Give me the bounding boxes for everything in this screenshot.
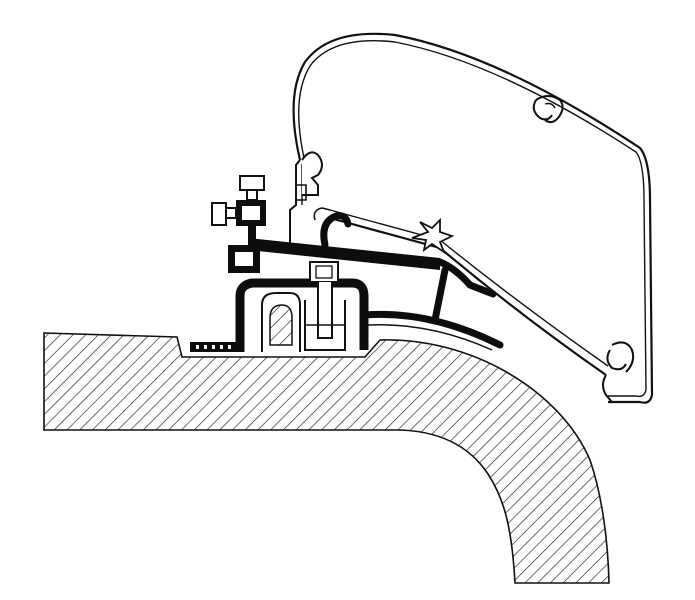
awning-left-clip xyxy=(301,151,323,196)
awning-left-wall xyxy=(289,159,301,245)
awning-outer-shell xyxy=(292,32,654,404)
roof-rail-lip-inner xyxy=(367,323,493,351)
roof-rail-slot xyxy=(269,304,293,346)
adapter-right-leg xyxy=(431,266,449,324)
awning-inner-shell xyxy=(298,40,647,398)
upper-bolt xyxy=(211,175,266,226)
awning-top-clip xyxy=(532,95,564,124)
awning-x-connector xyxy=(411,217,455,255)
awning-left-hook xyxy=(296,184,307,201)
lower-bolt xyxy=(228,245,260,273)
roof-rail-inner-wall xyxy=(261,292,301,352)
adapter-hook xyxy=(320,212,352,249)
roof-section xyxy=(43,332,610,584)
awning-bottom-edge xyxy=(329,216,607,376)
roof-rail xyxy=(190,278,504,352)
awning-cassette xyxy=(289,32,654,404)
roof-rail-lip xyxy=(360,310,504,349)
roof-section-body xyxy=(43,332,610,584)
center-bolt xyxy=(304,261,346,351)
rail-teeth xyxy=(196,345,231,349)
adapter-main-bar xyxy=(248,238,440,270)
awning-front-lip xyxy=(602,374,613,403)
center-bolt-nut xyxy=(309,261,339,283)
side-bolt-head xyxy=(211,202,227,226)
roof-rail-channel xyxy=(235,278,369,352)
adapter-right-arm xyxy=(436,258,497,298)
center-bolt-shaft xyxy=(317,282,333,339)
awning-lower-clip xyxy=(606,341,635,373)
upper-bolt-head xyxy=(239,175,265,191)
awning-seal xyxy=(313,207,331,221)
